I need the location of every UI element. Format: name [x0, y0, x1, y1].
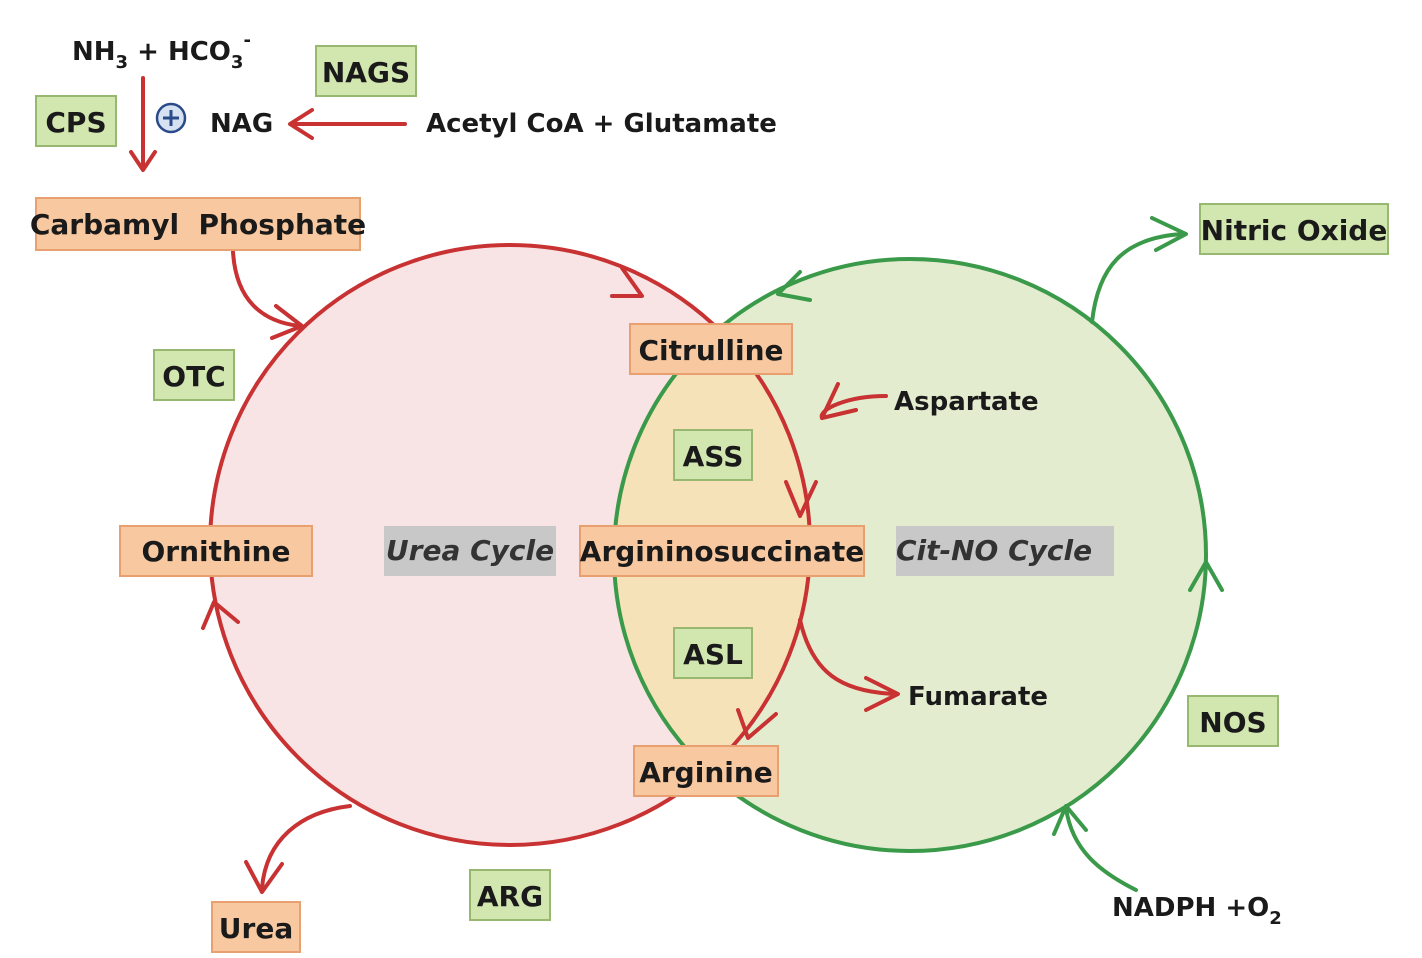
arg-label: ARG	[477, 880, 543, 913]
cps-enzyme-box: CPS	[35, 95, 117, 147]
asl-arrow-head	[736, 708, 778, 740]
fumarate-arrow-head	[864, 676, 900, 712]
asl-enzyme-box: ASL	[673, 627, 753, 679]
nadph-arrow-head	[1052, 804, 1088, 836]
arg-enzyme-box: ARG	[469, 869, 551, 921]
urea-label: Urea	[219, 912, 293, 945]
nadph-o2-label: NADPH +O2	[1112, 893, 1282, 929]
nos-label: NOS	[1199, 706, 1266, 739]
urea-box: Urea	[211, 901, 301, 953]
cps-label: CPS	[45, 106, 106, 139]
arg-arrow	[260, 804, 352, 890]
urea-cycle-arrow-left	[201, 600, 240, 630]
arginine-label: Arginine	[639, 756, 773, 789]
aspartate-label: Aspartate	[894, 387, 1039, 417]
urea-cycle-label: Urea Cycle	[386, 534, 554, 567]
otc-label: OTC	[162, 360, 225, 393]
urea-cycle-arrow-top	[610, 266, 644, 298]
otc-entry-arrow	[231, 250, 302, 328]
fumarate-arrow	[798, 618, 898, 696]
ornithine-label: Ornithine	[142, 535, 291, 568]
otc-enzyme-box: OTC	[153, 349, 235, 401]
nh3-hco3-label: NH3 + HCO3-	[72, 30, 251, 73]
ass-arrow-head	[784, 480, 818, 518]
nadph-arrow	[1064, 806, 1138, 892]
nag-label: NAG	[210, 109, 273, 139]
acetyl-coa-glutamate-label: Acetyl CoA + Glutamate	[426, 109, 777, 139]
aspartate-arrow-head	[820, 382, 858, 420]
ass-enzyme-box: ASS	[673, 429, 753, 481]
citrulline-box: Citrulline	[629, 323, 793, 375]
argininosuccinate-box: Argininosuccinate	[579, 525, 865, 577]
citrulline-label: Citrulline	[639, 334, 784, 367]
otc-entry-arrow-head	[270, 304, 304, 340]
nags-enzyme-box: NAGS	[315, 45, 417, 97]
nitric-oxide-arrow	[1090, 232, 1184, 324]
carbamyl-phosphate-box: Carbamyl Phosphate	[30, 197, 366, 251]
cit-no-arrow-right	[1188, 560, 1224, 592]
ornithine-box: Ornithine	[119, 525, 313, 577]
cit-no-cycle-label: Cit-NO Cycle	[896, 534, 1092, 567]
arginine-box: Arginine	[633, 745, 779, 797]
asl-label: ASL	[683, 638, 743, 671]
nags-arrow-head	[288, 108, 314, 140]
cit-no-arrow-top	[776, 270, 812, 302]
nitric-oxide-label: Nitric Oxide	[1201, 214, 1388, 247]
carbamyl-phosphate-label: Carbamyl Phosphate	[30, 208, 366, 241]
arg-arrow-head	[244, 860, 284, 894]
argininosuccinate-label: Argininosuccinate	[580, 535, 864, 568]
cps-arrow-head	[129, 150, 157, 172]
urea-cycle-label-box	[384, 526, 556, 576]
activator-plus-icon	[155, 102, 187, 134]
nags-label: NAGS	[322, 56, 410, 89]
fumarate-label: Fumarate	[908, 682, 1048, 712]
ass-label: ASS	[683, 440, 744, 473]
nitric-oxide-arrow-head	[1150, 216, 1188, 252]
nos-enzyme-box: NOS	[1187, 695, 1279, 747]
nitric-oxide-box: Nitric Oxide	[1199, 203, 1389, 255]
cycle-overlap-region	[614, 259, 810, 845]
cit-no-cycle-label-box	[896, 526, 1114, 576]
